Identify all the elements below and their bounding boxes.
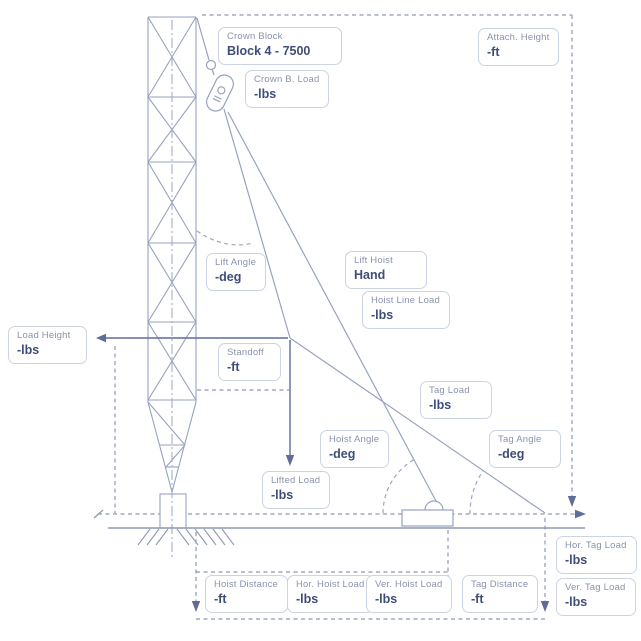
field-value: -lbs [17,343,40,358]
ground [108,527,585,546]
field-crown-b-load[interactable]: Crown B. Load -lbs [245,70,330,108]
field-label: Hoist Angle [329,434,380,445]
field-label: Tag Distance [471,579,529,590]
field-lift-hoist[interactable]: Lift Hoist Hand [345,251,427,289]
field-value: -deg [329,447,356,462]
field-lift-angle[interactable]: Lift Angle -deg [206,253,267,291]
field-label: Load Height [17,330,71,341]
arrow-down-icon [285,455,295,466]
field-ver-tag-load[interactable]: Ver. Tag Load -lbs [556,578,636,616]
field-label: Ver. Tag Load [565,582,626,593]
field-label: Hoist Distance [214,579,279,590]
field-label: Hoist Line Load [371,295,441,306]
tag-angle-arc [469,470,484,515]
field-label: Ver. Hoist Load [375,579,443,590]
hoist-anchor-block [401,500,454,527]
arrow-down-icon [540,601,550,612]
field-tag-load[interactable]: Tag Load -lbs [420,381,492,419]
field-value: -lbs [271,488,294,503]
field-value: -ft [227,360,240,375]
field-value: -ft [487,45,500,60]
dimension-arrows [96,333,586,612]
field-hor-hoist-load[interactable]: Hor. Hoist Load -lbs [287,575,375,613]
field-label: Attach. Height [487,32,550,43]
dashed-dimension-lines [98,14,576,620]
field-label: Hor. Tag Load [565,540,627,551]
field-value: -ft [214,592,227,607]
hoist-line [227,111,437,502]
field-label: Crown Block [227,31,283,42]
dimension-tick [93,509,104,519]
field-label: Lift Hoist [354,255,393,266]
rigging-lines [196,17,546,514]
field-lifted-load[interactable]: Lifted Load -lbs [262,471,331,509]
arrow-left-icon [96,333,106,343]
anchor-sheave-arc [424,500,444,511]
field-load-height[interactable]: Load Height -lbs [8,326,87,364]
field-value: -lbs [565,553,588,568]
lift-angle-arc [196,230,254,246]
field-label: Tag Angle [498,434,542,445]
field-label: Hor. Hoist Load [296,579,365,590]
field-tag-angle[interactable]: Tag Angle -deg [489,430,561,468]
arrow-down-icon [567,496,577,507]
arrow-right-icon [575,509,586,519]
field-label: Crown B. Load [254,74,320,85]
tower [147,16,197,558]
field-value: -lbs [429,398,452,413]
field-tag-distance[interactable]: Tag Distance -ft [462,575,539,613]
crown-block-icon [205,59,234,112]
tower-pedestal [159,493,187,529]
field-value: -deg [215,270,242,285]
field-hor-tag-load[interactable]: Hor. Tag Load -lbs [556,536,637,574]
arrow-down-icon [191,601,201,612]
field-value: Block 4 - 7500 [227,44,311,59]
tag-line [289,337,546,514]
field-value: -lbs [371,308,394,323]
field-hoist-distance[interactable]: Hoist Distance -ft [205,575,289,613]
ground-hatching [137,528,235,546]
field-value: Hand [354,268,386,283]
hoist-angle-arc [382,458,416,514]
field-value: -deg [498,447,525,462]
field-ver-hoist-load[interactable]: Ver. Hoist Load -lbs [366,575,453,613]
field-value: -lbs [375,592,398,607]
angle-arcs [196,230,484,515]
field-crown-block[interactable]: Crown Block Block 4 - 7500 [218,27,342,65]
field-attach-height[interactable]: Attach. Height -ft [478,28,560,66]
field-hoist-angle[interactable]: Hoist Angle -deg [320,430,390,468]
field-standoff[interactable]: Standoff -ft [218,343,281,381]
field-label: Standoff [227,347,264,358]
field-value: -lbs [296,592,319,607]
field-value: -lbs [565,595,588,610]
crown-hanger-line [196,17,210,61]
field-label: Lift Angle [215,257,257,268]
lift-line [223,108,291,339]
field-label: Tag Load [429,385,470,396]
field-label: Lifted Load [271,475,321,486]
field-value: -ft [471,592,484,607]
field-value: -lbs [254,87,277,102]
field-hoist-line-load[interactable]: Hoist Line Load -lbs [362,291,451,329]
